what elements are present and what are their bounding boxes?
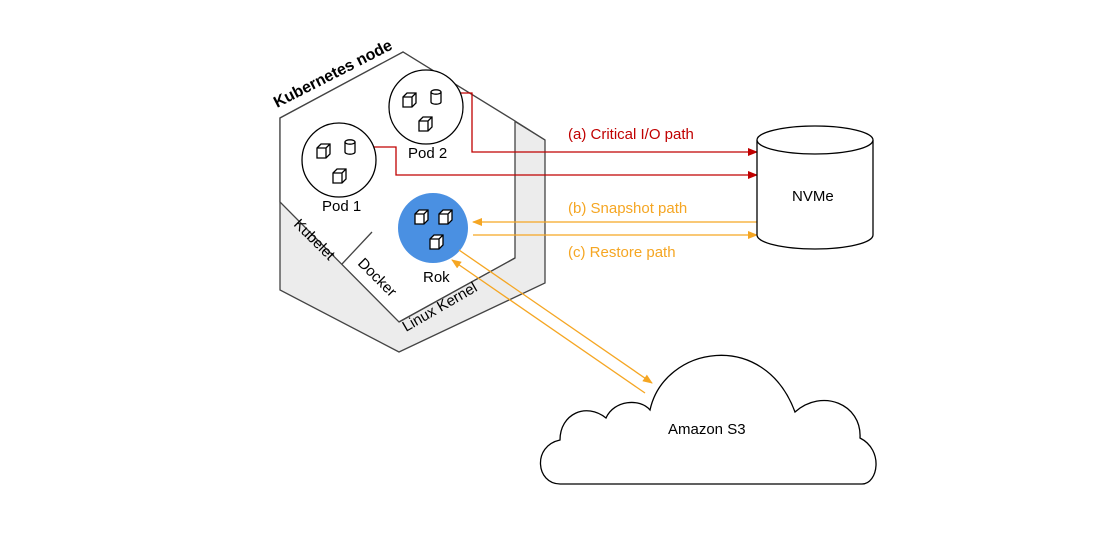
- critical-path-label: (a) Critical I/O path: [568, 126, 694, 143]
- pod1-io-line: [355, 146, 758, 179]
- node-inner-edge: [514, 120, 546, 141]
- cube-icon: [429, 234, 444, 250]
- cube-icon: [332, 168, 347, 184]
- snapshot-restore-paths: (b) Snapshot path (c) Restore path: [451, 200, 758, 394]
- rok: Rok: [398, 193, 468, 286]
- restore-path-label: (c) Restore path: [568, 244, 676, 261]
- nvme-cylinder-body: [756, 140, 874, 250]
- pod-2-label: Pod 2: [408, 145, 447, 162]
- s3-label: Amazon S3: [668, 421, 746, 438]
- pod-1-circle: [301, 122, 377, 198]
- layer-divider-2: [398, 257, 516, 323]
- nvme-cylinder-top: [756, 125, 874, 155]
- cylinder-icon: [344, 139, 356, 155]
- cube-icon: [316, 143, 331, 159]
- nvme-storage: NVMe: [756, 125, 874, 250]
- pod-1-label: Pod 1: [322, 198, 361, 215]
- layer-divider: [341, 231, 373, 265]
- rok-circle: [398, 193, 468, 263]
- cube-icon: [438, 209, 453, 225]
- amazon-s3-cloud: Amazon S3: [539, 354, 877, 485]
- cylinder-icon: [430, 89, 442, 105]
- pod-2: Pod 2: [388, 69, 464, 162]
- cube-icon: [414, 209, 429, 225]
- s3-restore-arrow: [451, 259, 646, 394]
- cube-icon: [418, 116, 433, 132]
- rok-label: Rok: [423, 269, 450, 286]
- cube-icon: [402, 92, 417, 108]
- pod-1: Pod 1: [301, 122, 377, 215]
- pod-2-circle: [388, 69, 464, 145]
- s3-snapshot-arrow: [458, 249, 653, 384]
- snapshot-path-label: (b) Snapshot path: [568, 200, 687, 217]
- cloud-shape: [539, 354, 877, 485]
- nvme-label: NVMe: [792, 188, 834, 205]
